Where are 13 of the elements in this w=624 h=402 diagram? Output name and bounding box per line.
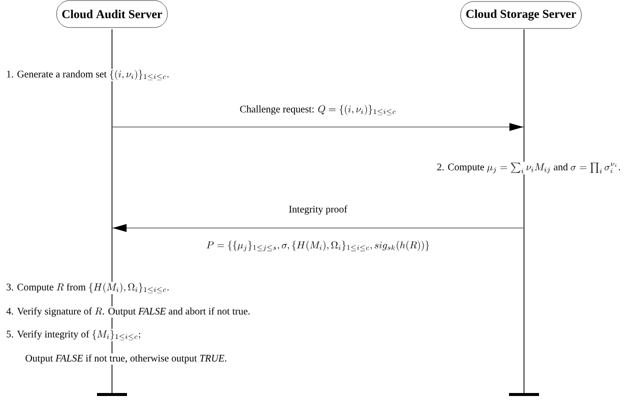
arrow [112, 123, 524, 131]
step-text: $\text{1. Generate a random set } \{(i,\nu_i)\}_{1\leq i\leq c}.$ [5, 68, 170, 82]
actor-box: Cloud Audit Server [56, 0, 168, 28]
step-text: $\text{3. Compute } R \text{ from } \{H(M_i),\Omega_i\}_{1\leq i\leq c}.$ [5, 282, 170, 294]
step-text: $\text{Output \textit{FALSE} if not true, otherwise output \textit{TRUE}.}$ [24, 353, 228, 365]
step-text: $\text{2. Compute } \mu_j=\sum_i \nu_i M_{ij} \text{ and } \sigma=\prod_i \sigma_i^{\nu_i}.$ [436, 162, 622, 174]
edge-label: $\text{Challenge request: } Q=\{(i,\nu_i)\}_{1\leq i\leq c}$ [238, 104, 398, 116]
formula: $P=\{\{\mu_j\}_{1\leq j\leq s},\sigma,\{H(M_i),\Omega_i\}_{1\leq i\leq c},sig_{sk}(h(R))\}$ [205, 240, 431, 252]
edge-label: $\text{Integrity proof}$ [288, 204, 348, 216]
arrow [112, 224, 524, 232]
step-text: $\text{5. Verify integrity of } \{M_i\}_{1\leq i\leq c};$ [5, 328, 142, 342]
actor-box: Cloud Storage Server [460, 1, 582, 29]
step-text: $\text{4. Verify signature of } R\text{. Output \textit{FALSE} and abort if not true.}$ [5, 306, 252, 318]
